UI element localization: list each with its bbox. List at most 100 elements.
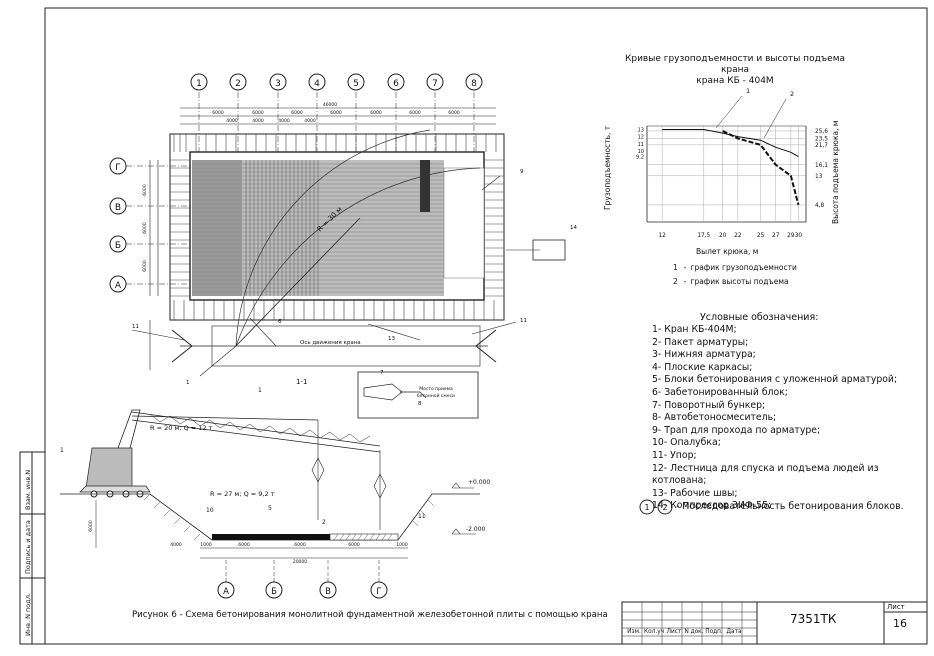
chart-series-marker-2: 2 [790, 90, 794, 98]
crane-axis-label: Ось движения крана [300, 340, 361, 346]
stamp-cell: Кол.уч [644, 629, 665, 635]
svg-text:5: 5 [268, 505, 272, 512]
svg-text:6000: 6000 [348, 542, 360, 548]
svg-text:46000: 46000 [323, 102, 337, 108]
stamp-cell: Подп. [705, 629, 723, 635]
section-radius-2: R = 27 м; Q = 9,2 т [210, 490, 275, 498]
svg-text:6000: 6000 [142, 184, 148, 196]
svg-text:4000: 4000 [226, 118, 238, 124]
chart-right-tick: 21,7 [815, 143, 828, 149]
legend-item: котлована; [652, 475, 707, 487]
legend-item: 13- Рабочие швы; [652, 487, 738, 499]
chart-left-tick: 12 [638, 135, 644, 141]
section-view [60, 409, 480, 599]
svg-text:9: 9 [520, 169, 524, 175]
chart-left-tick: 11 [638, 142, 644, 148]
svg-text:Б: Б [271, 587, 277, 597]
axis-6-label: 6 [393, 79, 399, 89]
svg-text:11: 11 [520, 318, 527, 324]
axis-g-label: Г [115, 163, 121, 173]
sequence-circle-1 [639, 499, 655, 515]
level-bottom: -2.000 [466, 526, 486, 533]
chart-ylabel-right: Высота подъема крюка, м [831, 120, 840, 224]
chart-x-tick: 27 [772, 233, 780, 239]
svg-text:6000: 6000 [448, 110, 460, 116]
section-mark-small: 1 [258, 387, 262, 394]
svg-text:Г: Г [376, 587, 381, 597]
sheet-frame [44, 7, 928, 645]
svg-text:6000: 6000 [88, 520, 94, 532]
sequence-num-2: 2 [662, 503, 667, 512]
svg-text:6000: 6000 [370, 110, 382, 116]
svg-text:6: 6 [278, 319, 282, 325]
figure-caption: Рисунок 6 - Схема бетонирования монолитн… [132, 610, 608, 620]
legend-item: 4- Плоские каркасы; [652, 361, 753, 373]
chart-right-tick: 16,1 [815, 163, 828, 169]
svg-text:11: 11 [418, 513, 426, 520]
svg-text:7: 7 [380, 370, 384, 376]
axis-4-label: 4 [314, 79, 320, 89]
svg-text:6000: 6000 [291, 110, 303, 116]
svg-text:6000: 6000 [409, 110, 421, 116]
sequence-text: - Последовательность бетонирования блоко… [676, 501, 904, 512]
axis-1-label: 1 [196, 79, 202, 89]
chart-x-tick: 29 [787, 233, 795, 239]
title-block [621, 601, 928, 645]
svg-text:6000: 6000 [252, 110, 264, 116]
pump-place-line2: бетонной смеси [417, 392, 455, 399]
stamp-sheet-label: Лист [887, 603, 905, 611]
level-top: +0.000 [468, 479, 490, 486]
chart-title-line1: Кривые грузоподъемности и высоты подъема… [624, 54, 845, 75]
svg-text:1: 1 [60, 447, 64, 454]
svg-text:4000: 4000 [170, 542, 182, 548]
sequence-num-1: 1 [644, 503, 649, 512]
chart-series-marker-1: 1 [746, 87, 750, 95]
svg-text:11: 11 [132, 324, 139, 330]
sequence-circle-2 [657, 499, 673, 515]
plan-dimensions: 46000 6000 6000 6000 6000 6000 6000 6000… [142, 102, 460, 272]
stamp-cell: Изм. [627, 629, 641, 635]
svg-text:14: 14 [570, 225, 577, 231]
legend-list: 1- Кран КБ-404М;2- Пакет арматуры;3- Ниж… [652, 324, 897, 513]
stamp-cell: N док. [684, 629, 704, 635]
svg-text:20000: 20000 [293, 559, 307, 565]
legend-item: 10- Опалубка; [652, 437, 721, 449]
axis-3-label: 3 [275, 79, 281, 89]
side-label-inv: Инв. N подл. [24, 593, 32, 636]
plan-axis-bubbles: 1 2 3 4 5 6 7 8 Г В Б А [109, 73, 483, 293]
svg-text:2: 2 [322, 519, 326, 526]
svg-text:1000: 1000 [200, 542, 212, 548]
legend-item: 6- Забетонированный блок; [652, 386, 788, 398]
svg-text:8: 8 [418, 401, 422, 407]
chart-ylabel-left: Грузоподъемность, т [603, 125, 612, 210]
chart-right-tick: 13 [815, 174, 823, 180]
legend-item: 9- Трап для прохода по арматуре; [652, 424, 821, 436]
chart-left-tick: 10 [638, 149, 644, 155]
stamp-sheet-num: 16 [893, 617, 907, 630]
svg-text:4000: 4000 [278, 118, 290, 124]
chart-left-tick: 13 [638, 128, 644, 134]
side-label-replace: Взам. инв.N [24, 469, 32, 510]
section-radius-1: R = 20 м; Q = 12 т [150, 424, 213, 432]
pump-place-line1: Место приема [419, 386, 453, 392]
legend-item: 8- Автобетоносмеситель; [652, 412, 777, 424]
chart-note-2: 2-график высоты подъема [673, 277, 789, 286]
svg-text:4000: 4000 [304, 118, 316, 124]
stamp-cell: Дата [726, 629, 742, 635]
axis-a-label: А [115, 281, 122, 291]
section-axes: А Б В Г [223, 587, 382, 597]
chart-note-1: 1-график грузоподъемности [673, 263, 797, 272]
chart-x-tick: 22 [734, 233, 742, 239]
chart-xlabel: Вылет крюка, м [696, 247, 758, 256]
svg-text:6000: 6000 [294, 542, 306, 548]
legend-title: Условные обозначения: [700, 312, 819, 323]
legend-item: 7- Поворотный бункер; [652, 399, 766, 411]
section-mark: 1-1 [296, 378, 307, 386]
axis-2-label: 2 [235, 79, 241, 89]
chart-right-tick: 4,8 [815, 203, 825, 209]
svg-text:6000: 6000 [212, 110, 224, 116]
stamp-cell: Лист [666, 629, 682, 635]
chart-right-tick: 23,5 [815, 136, 828, 142]
